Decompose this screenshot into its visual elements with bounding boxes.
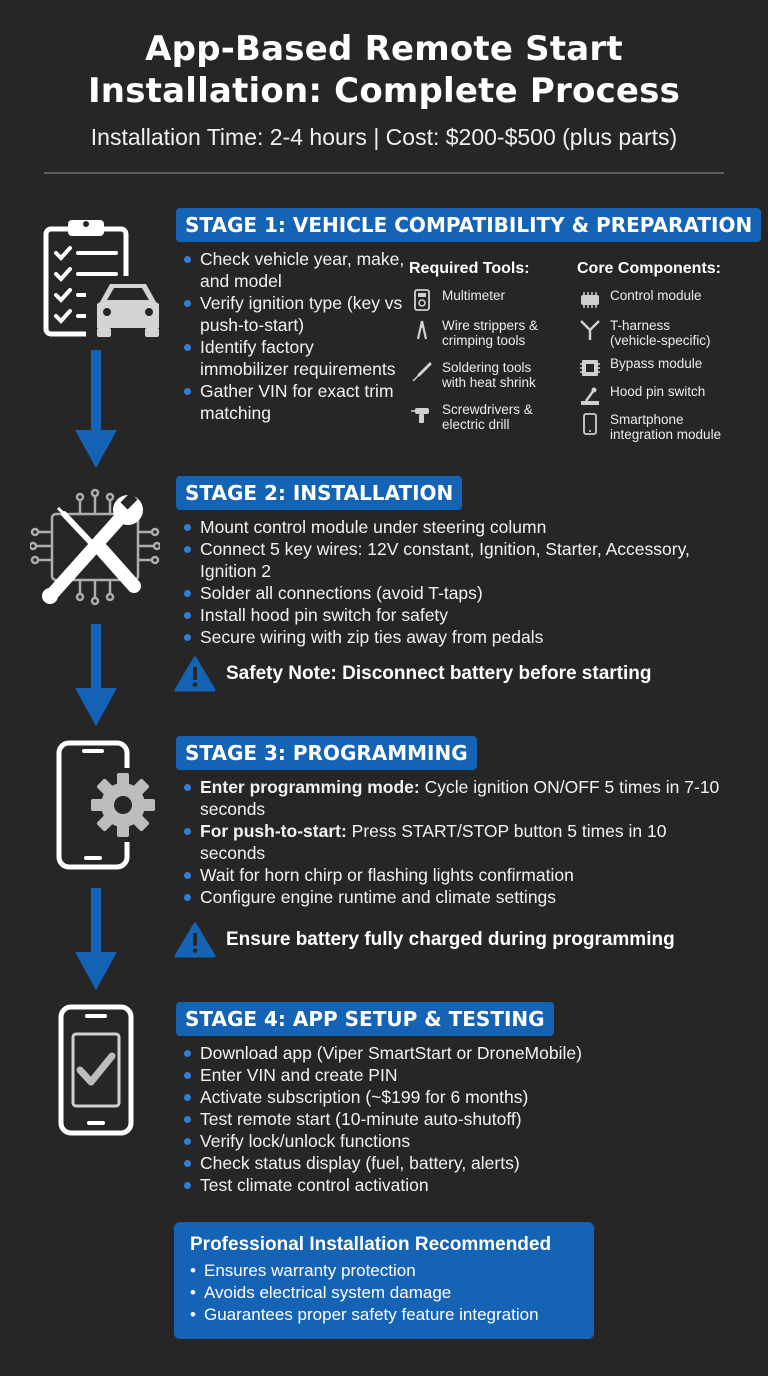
title-line-1: App-Based Remote Start [145,29,623,69]
list-item: Solder all connections (avoid T-taps) [182,582,738,604]
arrow-down-icon [75,888,117,990]
component-item: T-harness (vehicle-specific) [578,318,711,348]
callout-list: Ensures warranty protection Avoids elect… [190,1260,578,1326]
required-tools-heading: Required Tools: [409,260,530,277]
tool-item: Screwdrivers & electric drill [410,402,533,432]
safety-note: Safety Note: Disconnect battery before s… [174,656,651,692]
programming-warning-text: Ensure battery fully charged during prog… [226,929,675,950]
stage-2-steps: Mount control module under steering colu… [182,516,738,648]
arrow-down-icon [75,624,117,726]
list-item: Verify lock/unlock functions [182,1130,702,1152]
title-line-2: Installation: Complete Process [87,71,681,111]
list-item: Wait for horn chirp or flashing lights c… [182,864,722,886]
list-item: Enter programming mode: Cycle ignition O… [182,776,722,820]
multimeter-icon [414,289,430,311]
stage-1-checklist: Check vehicle year, make, and model Veri… [182,248,406,424]
tool-item: Soldering tools with heat shrink [410,360,536,390]
component-item: Smartphone integration module [578,412,721,442]
list-item: Enter VIN and create PIN [182,1064,702,1086]
stage-3-steps: Enter programming mode: Cycle ignition O… [182,776,722,908]
list-item: Identify factory immobilizer requirement… [182,336,406,380]
header-divider [44,172,724,174]
phone-check-icon [58,1004,134,1136]
list-item: Avoids electrical system damage [190,1282,578,1304]
stage-3-title: STAGE 3: PROGRAMMING [176,736,477,770]
list-item: Gather VIN for exact trim matching [182,380,406,424]
list-item: Mount control module under steering colu… [182,516,738,538]
list-item: Ensures warranty protection [190,1260,578,1282]
list-item: Configure engine runtime and climate set… [182,886,722,908]
tool-item: Wire strippers & crimping tools [410,318,538,348]
list-item: Secure wiring with zip ties away from pe… [182,626,738,648]
control-module-icon [581,292,599,308]
stage-1-title: STAGE 1: VEHICLE COMPATIBILITY & PREPARA… [176,208,762,242]
stage-2-title: STAGE 2: INSTALLATION [176,476,463,510]
bypass-module-icon [580,360,600,376]
component-item: Bypass module [578,356,702,380]
t-harness-icon [580,320,600,340]
list-item: Guarantees proper safety feature integra… [190,1304,578,1326]
list-item: Download app (Viper SmartStart or DroneM… [182,1042,702,1064]
list-item: Activate subscription (~$199 for 6 month… [182,1086,702,1108]
component-item: Control module [578,288,702,312]
callout-title: Professional Installation Recommended [190,1234,552,1255]
safety-note-text: Safety Note: Disconnect battery before s… [226,663,652,684]
wrench-screwdriver-circuit-icon [30,488,160,606]
list-item: For push-to-start: Press START/STOP butt… [182,820,722,864]
warning-icon [174,922,216,958]
list-item: Test climate control activation [182,1174,702,1196]
hood-pin-switch-icon [581,387,599,405]
page-subtitle: Installation Time: 2-4 hours | Cost: $20… [90,124,678,150]
core-components-heading: Core Components: [577,260,721,277]
warning-icon [174,656,216,692]
wire-stripper-icon [416,320,428,340]
drill-icon [411,408,429,423]
list-item: Verify ignition type (key vs push-to-sta… [182,292,406,336]
stage-4-steps: Download app (Viper SmartStart or DroneM… [182,1042,702,1196]
professional-installation-callout: Professional Installation Recommended En… [174,1222,594,1339]
list-item: Test remote start (10-minute auto-shutof… [182,1108,702,1130]
list-item: Check status display (fuel, battery, ale… [182,1152,702,1174]
clipboard-car-icon [43,220,162,338]
phone-settings-icon [56,740,158,870]
list-item: Install hood pin switch for safety [182,604,738,626]
smartphone-icon [583,413,597,435]
arrow-down-icon [75,350,117,468]
programming-warning: Ensure battery fully charged during prog… [174,922,675,958]
page-title: App-Based Remote Start Installation: Com… [0,28,768,112]
list-item: Connect 5 key wires: 12V constant, Ignit… [182,538,738,582]
tool-item: Multimeter [410,288,505,312]
stage-4-title: STAGE 4: APP SETUP & TESTING [176,1002,554,1036]
component-item: Hood pin switch [578,384,705,408]
soldering-iron-icon [412,362,432,382]
list-item: Check vehicle year, make, and model [182,248,406,292]
